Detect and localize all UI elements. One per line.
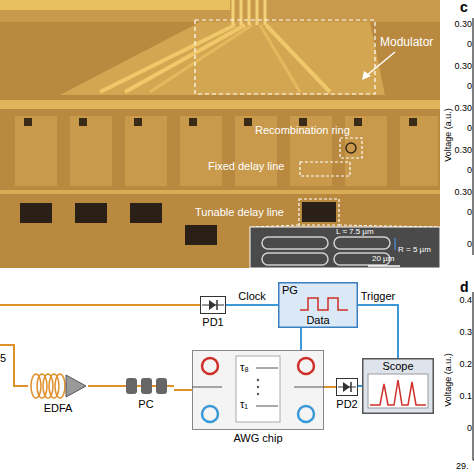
tick-label: 0 xyxy=(467,124,472,134)
scale-bar-label: 20 µm xyxy=(372,255,394,264)
panel-d-axis xyxy=(473,292,474,460)
tick-label: 0.1 xyxy=(459,392,472,402)
pc-symbol xyxy=(118,376,174,396)
panel-c-axis xyxy=(473,18,474,255)
node-label: PG xyxy=(282,284,298,296)
tick-label: 0 xyxy=(467,166,472,176)
tick-label: 0 xyxy=(467,208,472,218)
tick-label: 0.4 xyxy=(459,296,472,306)
signal-label: Trigger xyxy=(361,290,395,302)
axis-title: Voltage (a.u.) xyxy=(444,108,454,162)
panel-letter: d xyxy=(460,280,469,295)
electrical-connector xyxy=(226,304,278,306)
signal-label: Clock xyxy=(238,290,266,302)
pulse-generator: PG Data xyxy=(278,282,358,328)
fiber-amplifier: EDFA xyxy=(28,372,88,400)
edfa-symbol xyxy=(28,372,88,400)
photodiode: PD1 xyxy=(200,296,226,314)
tick-label: 0.30 xyxy=(454,146,472,156)
tick-label: 0.30 xyxy=(454,20,472,30)
sem-inset xyxy=(250,227,440,268)
tick-label: 0.3 xyxy=(459,328,472,338)
dimension-label: L ≈ 7.5 µm xyxy=(336,228,374,237)
part-label: Fixed delay line xyxy=(208,160,284,172)
node-label: EDFA xyxy=(44,402,73,414)
part-label: Modulator xyxy=(380,36,433,49)
source-label: 5 xyxy=(0,352,6,364)
tick-label: 0.30 xyxy=(454,104,472,114)
delay-label: τ₈ xyxy=(240,361,249,373)
oscilloscope: Scope xyxy=(362,358,434,414)
tick-label: 0.30 xyxy=(454,188,472,198)
tick-label: 0.2 xyxy=(459,360,472,370)
tick-label: 29. xyxy=(456,462,469,472)
diode-symbol xyxy=(336,378,358,396)
part-label: Recombination ring xyxy=(255,124,350,136)
tick-label: 0.30 xyxy=(454,62,472,72)
axis-title: Voltage (a.u.) xyxy=(444,353,454,407)
fiber-wires xyxy=(0,305,200,386)
electrical-connector xyxy=(300,328,302,350)
tick-label: 0 xyxy=(467,82,472,92)
tick-label: 0 xyxy=(467,240,472,250)
chip-box: AWG chip xyxy=(192,350,324,430)
node-label: PC xyxy=(138,398,153,410)
node-label: AWG chip xyxy=(233,432,282,444)
fiber-connector xyxy=(174,389,192,391)
tick-label: 0 xyxy=(467,424,472,434)
tick-label: 0 xyxy=(467,40,472,50)
polarization-controller: PC xyxy=(118,376,174,396)
electrical-connector xyxy=(358,305,398,358)
node-label: PD2 xyxy=(336,398,357,410)
electrical-connector xyxy=(358,385,362,387)
fiber-connector xyxy=(88,385,118,387)
chip-micrograph xyxy=(0,0,440,268)
part-label: Tunable delay line xyxy=(195,206,284,218)
photodiode: PD2 xyxy=(336,378,358,396)
diode-symbol xyxy=(200,296,226,314)
node-label: Scope xyxy=(382,360,413,372)
awg-symbol xyxy=(192,350,324,430)
fiber-connector xyxy=(324,386,336,388)
dimension-label: R = 5 µm xyxy=(398,246,431,255)
delay-label: τ₁ xyxy=(240,398,248,410)
panel-letter: c xyxy=(460,0,468,15)
node-sublabel: Data xyxy=(306,314,329,326)
node-label: PD1 xyxy=(202,316,223,328)
